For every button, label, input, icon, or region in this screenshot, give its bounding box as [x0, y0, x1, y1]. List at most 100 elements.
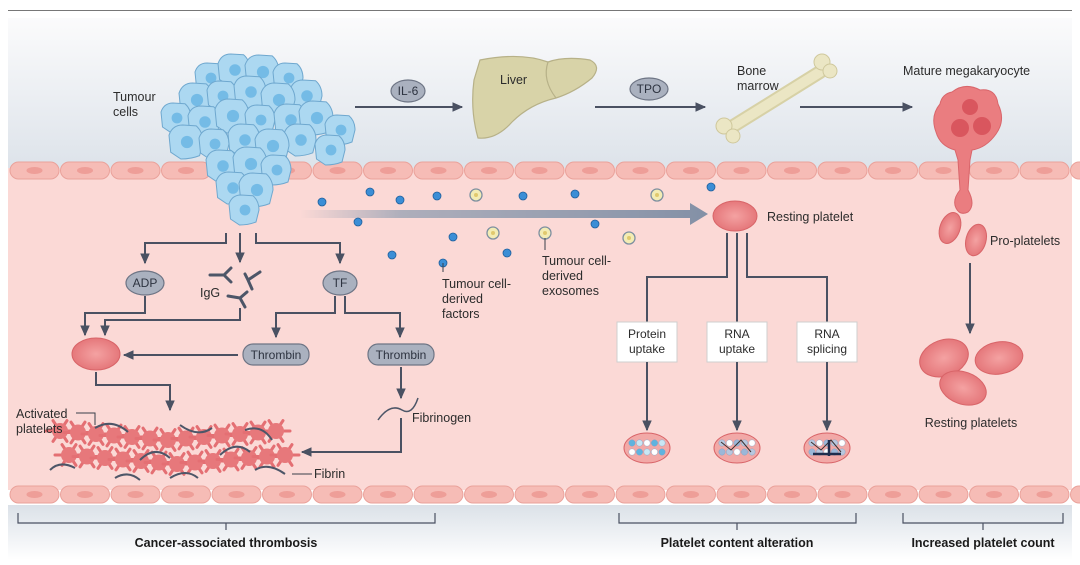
endothelial-top-cell	[413, 161, 464, 180]
tumour-derived-factor	[502, 248, 512, 258]
section-thrombosis-label: Cancer-associated thrombosis	[135, 536, 318, 550]
endothelial-bottom-cell	[161, 485, 211, 504]
bone-icon	[715, 53, 838, 144]
endothelial-bottom-cell	[110, 485, 161, 504]
circulation-arrow	[300, 203, 708, 225]
lower-background	[8, 505, 1072, 560]
fibrin-strand	[254, 465, 286, 475]
exosomes-label-3: exosomes	[542, 284, 599, 298]
endothelial-top-cell	[110, 161, 161, 180]
endothelial-bottom-cell	[211, 485, 262, 504]
il6-pill	[390, 79, 426, 103]
fibrin-strand	[94, 422, 129, 433]
exosomes-label-1: Tumour cell-	[542, 254, 611, 268]
endothelial-top-cell	[464, 161, 514, 180]
tumour-derived-exosome	[469, 188, 483, 202]
endothelial-top-cell	[514, 161, 565, 180]
altered-platelet	[803, 432, 851, 464]
altered-platelets	[623, 432, 851, 464]
endothelial-top-cell	[767, 161, 817, 180]
endothelial-bottom-cell	[464, 485, 514, 504]
resting-platelet	[712, 200, 758, 232]
tumour-cells-label-1: Tumour	[113, 90, 156, 104]
megakaryocyte-label: Mature megakaryocyte	[903, 64, 1030, 78]
endothelial-top-cell	[60, 161, 110, 180]
alteration-box-label: uptake	[719, 342, 755, 356]
tumour-derived-factor	[395, 195, 405, 205]
tumour-cell	[228, 194, 260, 226]
tumour-derived-factor	[353, 217, 363, 227]
adp-pill	[125, 270, 165, 296]
activating-platelet	[71, 337, 121, 371]
liver-icon	[472, 55, 598, 139]
endothelial-bottom-cell	[9, 485, 60, 504]
alteration-box-label: splicing	[807, 342, 847, 356]
activated-platelet	[260, 419, 292, 443]
endothelial-top-cell	[1019, 161, 1070, 180]
endothelial-top-cell	[1070, 161, 1080, 180]
activated-platelet	[269, 443, 301, 467]
tumour-derived-factor	[432, 191, 442, 201]
endothelial-top-cell	[868, 161, 918, 180]
endothelial-bottom-cell	[565, 485, 615, 504]
endothelial-top-cell	[9, 161, 60, 180]
tumour-derived-factor	[317, 197, 327, 207]
megakaryocyte-icon	[933, 86, 1002, 214]
tumour-derived-factor	[706, 182, 716, 192]
thrombin-left-pill	[242, 343, 310, 366]
il6-label: IL-6	[398, 84, 419, 98]
tumour-cell	[168, 124, 204, 160]
endothelial-bottom-cell	[666, 485, 716, 504]
alteration-box-label: RNA	[814, 327, 839, 341]
bone-marrow-label-2: marrow	[737, 79, 780, 93]
resting-platelets-group	[919, 338, 1024, 406]
endothelial-top-cell	[666, 161, 716, 180]
tumour-derived-factor	[518, 191, 528, 201]
altered-platelet	[623, 432, 671, 464]
tumour-cells-cluster	[160, 53, 356, 226]
tumour-cells-label-2: cells	[113, 105, 138, 119]
endothelial-bottom-cell	[363, 485, 413, 504]
alteration-box-label: Protein	[628, 327, 666, 341]
tumour-derived-exosome	[538, 226, 552, 240]
tumour-cell	[283, 123, 317, 157]
alteration-down-arrows	[642, 362, 832, 432]
fibrin-strand	[139, 451, 171, 461]
fibrinogen-strand	[377, 397, 419, 421]
section-alteration-label: Platelet content alteration	[661, 536, 814, 550]
endothelial-bottom-cell	[312, 485, 363, 504]
fibrin-strand	[169, 472, 199, 479]
pro-platelets-icon	[938, 212, 988, 257]
tumour-cell	[314, 134, 346, 166]
alteration-box-label: RNA	[724, 327, 749, 341]
fibrin-label: Fibrin	[314, 467, 345, 481]
fibrin-strand	[49, 463, 76, 471]
factors-label-3: factors	[442, 307, 480, 321]
altered-platelet	[713, 432, 761, 464]
fibrin-strand	[244, 427, 273, 441]
endothelial-top-cell	[615, 161, 666, 180]
tpo-label: TPO	[637, 82, 662, 96]
tumour-derived-factor	[448, 232, 458, 242]
tumour-derived-factor	[570, 189, 580, 199]
adp-label: ADP	[133, 276, 158, 290]
tumour-derived-exosome	[650, 188, 664, 202]
endothelial-top-cell	[817, 161, 868, 180]
resting-platelet-label: Resting platelet	[767, 210, 854, 224]
endothelial-top-cell	[969, 161, 1019, 180]
thrombin-left-label: Thrombin	[251, 348, 302, 362]
endothelial-bottom-cell	[716, 485, 767, 504]
endothelial-bottom-cell	[615, 485, 666, 504]
factors-label-1: Tumour cell-	[442, 277, 511, 291]
endothelial-bottom-cell	[413, 485, 464, 504]
fibrinogen-to-clot-arrow	[300, 418, 402, 457]
pro-platelets-label: Pro-platelets	[990, 234, 1060, 248]
tf-label: TF	[333, 276, 348, 290]
activated-platelets-label-2: platelets	[16, 422, 63, 436]
endothelial-bottom-cell	[918, 485, 969, 504]
tf-branch-arrows	[271, 296, 405, 339]
section-count-label: Increased platelet count	[911, 536, 1055, 550]
